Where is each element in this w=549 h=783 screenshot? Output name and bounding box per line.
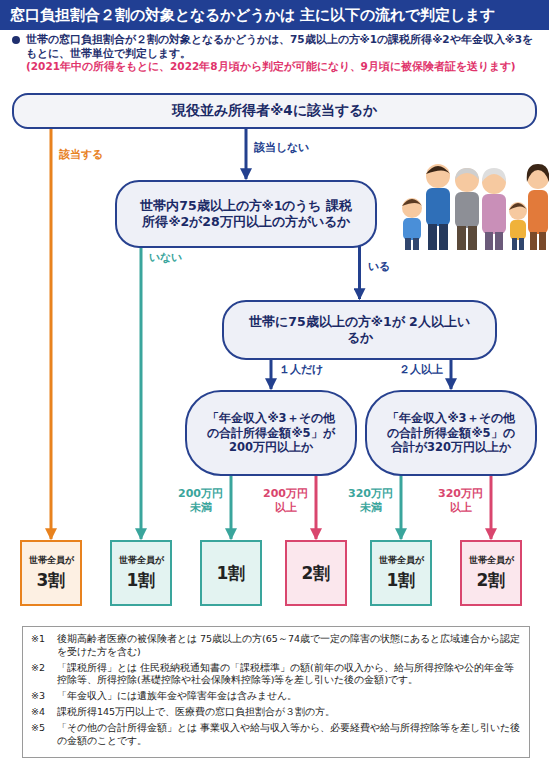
flow-arrow — [230, 468, 233, 539]
branch-label: 320万円 以上 — [437, 487, 484, 516]
scope-text: 世帯全員が — [379, 555, 424, 567]
flow-arrow — [490, 468, 493, 539]
decision-box: 現役並み所得者※4に該当するか — [12, 93, 537, 129]
footnote-mark: ※1 — [31, 633, 57, 659]
decision-box: 世帯に75歳以上の方※1が 2人以上いるか — [222, 300, 497, 360]
person-grandfather — [455, 168, 479, 250]
footnote-row: ※2「課税所得」とは 住民税納税通知書の「課税標準」の額(前年の収入から、給与所… — [31, 662, 521, 688]
footnote-mark: ※2 — [31, 662, 57, 688]
person-grandmother — [482, 168, 506, 250]
footnote-text: 後期高齢者医療の被保険者とは 75歳以上の方(65～74歳で一定の障害の状態にあ… — [57, 633, 521, 659]
family-group — [402, 164, 549, 250]
person-child — [402, 198, 422, 250]
branch-label: ２人以上 — [398, 363, 444, 377]
question-text: 「年金収入※3＋その他の合計所得金額※5」の 合計が320万円以上か — [387, 411, 515, 456]
flow-arrow — [400, 468, 403, 539]
branch-label: 200万円 未満 — [177, 487, 224, 516]
branch-label: 該当しない — [253, 141, 310, 155]
intro-note: 世帯の窓口負担割合が２割の対象となるかどうかは、75歳以上の方※1の課税所得※2… — [26, 33, 541, 60]
intro-text: 世帯の窓口負担割合が２割の対象となるかどうかは、75歳以上の方※1の課税所得※2… — [26, 33, 541, 74]
footnote-row: ※1後期高齢者医療の被保険者とは 75歳以上の方(65～74歳で一定の障害の状態… — [31, 633, 521, 659]
flow-arrow — [245, 121, 248, 179]
ratio-text: 1割 — [217, 562, 246, 584]
question-text: 世帯内75歳以上の方※1のうち 課税所得※2が28万円以上の方がいるか — [137, 198, 355, 231]
flow-arrow — [315, 468, 318, 539]
branch-label: いる — [367, 260, 391, 274]
footnote-mark: ※5 — [31, 722, 57, 748]
footnote-text: 「課税所得」とは 住民税納税通知書の「課税標準」の額(前年の収入から、給与所得控… — [57, 662, 521, 688]
branch-label: 200万円 以上 — [262, 487, 309, 516]
branch-label: １人だけ — [278, 363, 324, 377]
ratio-text: 2割 — [477, 569, 506, 591]
footnote-text: 課税所得145万円以上で、医療費の窓口負担割合が３割の方。 — [57, 706, 521, 719]
result-box: 世帯全員が 2割 — [460, 540, 522, 606]
decision-box: 世帯内75歳以上の方※1のうち 課税所得※2が28万円以上の方がいるか — [115, 180, 377, 248]
flow-arrow — [50, 121, 53, 539]
person-mother — [527, 164, 549, 250]
result-box: 世帯全員が 3割 — [20, 540, 82, 606]
footnote-text: 「年金収入」には遺族年金や障害年金は含みません。 — [57, 690, 521, 703]
footnote-row: ※4課税所得145万円以上で、医療費の窓口負担割合が３割の方。 — [31, 706, 521, 719]
result-box: 2割 — [285, 540, 347, 606]
footnote-mark: ※3 — [31, 690, 57, 703]
branch-label: 320万円 未満 — [347, 487, 394, 516]
scope-text: 世帯全員が — [29, 555, 74, 567]
scope-text: 世帯全員が — [119, 555, 164, 567]
person-child — [509, 202, 527, 250]
scope-text: 世帯全員が — [469, 555, 514, 567]
title-text: 窓口負担割合２割の対象となるかどうかは 主に以下の流れで判定します — [0, 6, 495, 25]
flow-arrow — [140, 240, 143, 539]
person-father — [426, 164, 450, 250]
result-box: 世帯全員が 1割 — [370, 540, 432, 606]
question-text: 現役並み所得者※4に該当するか — [172, 102, 377, 120]
footnote-box: ※1後期高齢者医療の被保険者とは 75歳以上の方(65～74歳で一定の障害の状態… — [22, 626, 530, 758]
schedule-note: (2021年中の所得をもとに、2022年8月頃から判定が可能になり、9月頃に被保… — [26, 60, 541, 74]
decision-box: 「年金収入※3＋その他の合計所得金額※5」の 合計が320万円以上か — [365, 390, 537, 476]
footnote-mark: ※4 — [31, 706, 57, 719]
footnote-row: ※5「その他の合計所得金額」とは 事業収入や給与収入等から、必要経費や給与所得控… — [31, 722, 521, 748]
ratio-text: 1割 — [387, 569, 416, 591]
title-band: 窓口負担割合２割の対象となるかどうかは 主に以下の流れで判定します — [0, 0, 549, 30]
ratio-text: 2割 — [302, 562, 331, 584]
flow-arrow — [358, 240, 361, 299]
footnote-text: 「その他の合計所得金額」とは 事業収入や給与収入等から、必要経費や給与所得控除等… — [57, 722, 521, 748]
result-box: 世帯全員が 1割 — [110, 540, 172, 606]
bullet-dot — [12, 36, 20, 44]
result-box: 1割 — [200, 540, 262, 606]
question-text: 「年金収入※3＋その他の合計所得金額※5」が 200万円以上か — [207, 411, 335, 456]
footnote-row: ※3「年金収入」には遺族年金や障害年金は含みません。 — [31, 690, 521, 703]
branch-label: 該当する — [58, 148, 104, 162]
ratio-text: 1割 — [127, 569, 156, 591]
ratio-text: 3割 — [37, 569, 66, 591]
decision-box: 「年金収入※3＋その他の合計所得金額※5」が 200万円以上か — [185, 390, 357, 476]
branch-label: いない — [148, 251, 183, 265]
question-text: 世帯に75歳以上の方※1が 2人以上いるか — [244, 314, 475, 347]
